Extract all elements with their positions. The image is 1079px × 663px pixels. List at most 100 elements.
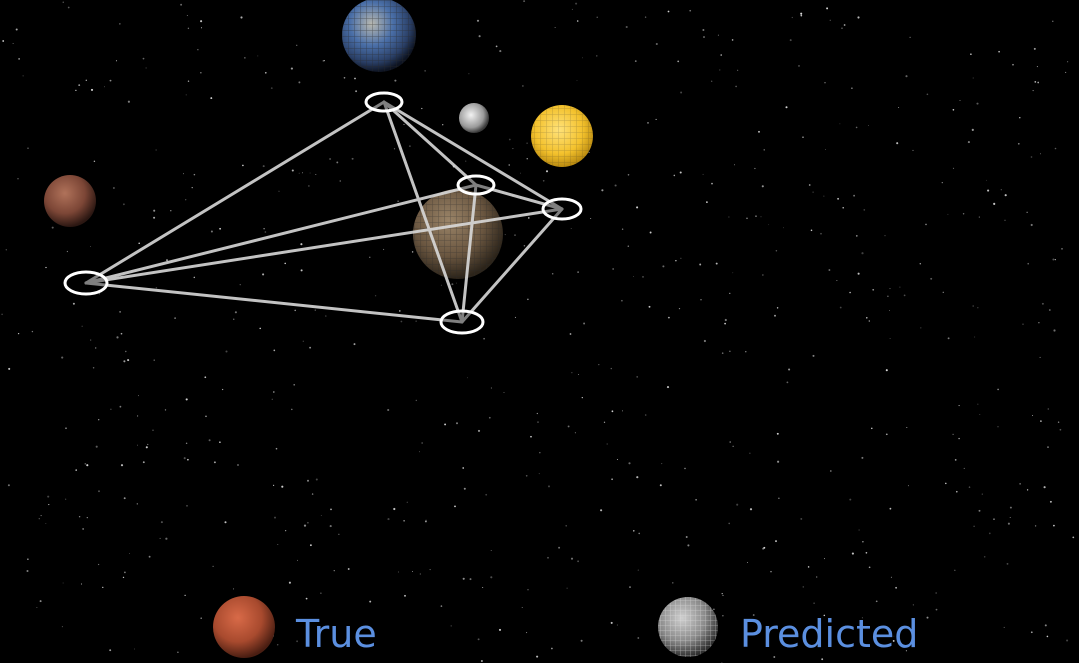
- star: [567, 425, 570, 428]
- star: [503, 391, 505, 393]
- star: [954, 459, 957, 461]
- star: [634, 60, 637, 62]
- star: [336, 161, 339, 164]
- star: [315, 173, 317, 176]
- edge-top-right: [382, 100, 564, 211]
- star: [264, 231, 267, 233]
- star: [90, 339, 92, 341]
- star: [102, 586, 104, 589]
- star: [523, 244, 526, 247]
- star: [808, 184, 811, 186]
- star: [1057, 421, 1060, 423]
- star: [865, 551, 868, 554]
- star: [526, 158, 528, 160]
- star: [526, 632, 528, 634]
- star: [288, 581, 291, 584]
- star: [62, 1, 64, 3]
- star: [973, 525, 975, 528]
- star: [680, 91, 683, 94]
- star: [1053, 524, 1055, 527]
- star: [774, 314, 776, 317]
- star: [347, 568, 350, 570]
- star: [997, 426, 999, 428]
- star: [84, 463, 87, 465]
- star: [225, 350, 228, 353]
- star: [542, 179, 545, 182]
- star: [857, 272, 860, 275]
- star: [867, 124, 869, 126]
- star: [866, 317, 868, 319]
- star: [537, 421, 539, 423]
- star: [477, 429, 481, 432]
- star: [485, 493, 488, 496]
- star: [755, 215, 757, 217]
- star: [724, 322, 726, 325]
- star: [320, 592, 322, 594]
- star: [72, 302, 75, 305]
- star: [1030, 223, 1033, 227]
- star: [429, 569, 431, 571]
- star: [777, 460, 780, 463]
- star: [233, 588, 235, 590]
- star: [1017, 142, 1020, 145]
- star: [711, 80, 713, 82]
- star: [1065, 71, 1067, 73]
- star: [898, 106, 900, 109]
- star: [200, 72, 202, 74]
- star: [673, 174, 676, 177]
- star: [1009, 517, 1011, 519]
- star: [164, 409, 167, 411]
- star: [1049, 500, 1052, 503]
- star: [802, 586, 805, 588]
- star: [137, 415, 139, 417]
- star: [947, 337, 950, 340]
- star: [789, 39, 792, 42]
- star: [868, 320, 870, 322]
- star: [539, 451, 541, 454]
- star: [325, 315, 327, 317]
- node-bottom: [439, 309, 485, 335]
- star: [90, 88, 94, 91]
- star: [93, 160, 96, 163]
- star: [600, 509, 603, 512]
- star: [284, 262, 286, 265]
- star: [920, 327, 922, 329]
- star: [387, 518, 390, 521]
- star: [522, 85, 524, 87]
- star: [444, 423, 447, 426]
- star: [925, 223, 927, 226]
- star: [369, 600, 372, 603]
- star: [558, 546, 561, 549]
- star: [988, 532, 991, 535]
- star: [813, 602, 815, 604]
- star: [974, 336, 976, 338]
- star: [504, 234, 506, 236]
- star: [962, 213, 965, 215]
- star: [577, 560, 579, 563]
- star: [520, 172, 521, 174]
- star: [823, 558, 826, 560]
- star: [829, 19, 831, 21]
- star: [403, 123, 405, 126]
- star: [110, 408, 112, 410]
- star: [180, 3, 183, 6]
- star: [1007, 522, 1010, 525]
- star: [123, 360, 126, 363]
- star: [616, 459, 618, 460]
- star: [351, 157, 354, 160]
- star: [185, 199, 187, 201]
- star: [536, 412, 538, 415]
- star: [86, 516, 88, 519]
- star: [649, 231, 652, 234]
- star: [680, 257, 682, 259]
- star: [153, 216, 156, 219]
- star: [636, 376, 639, 378]
- star: [221, 388, 224, 391]
- star: [153, 209, 156, 212]
- star: [662, 265, 665, 268]
- star: [38, 518, 40, 520]
- star: [415, 399, 418, 402]
- star: [575, 2, 578, 5]
- star: [642, 276, 644, 278]
- star: [81, 325, 83, 327]
